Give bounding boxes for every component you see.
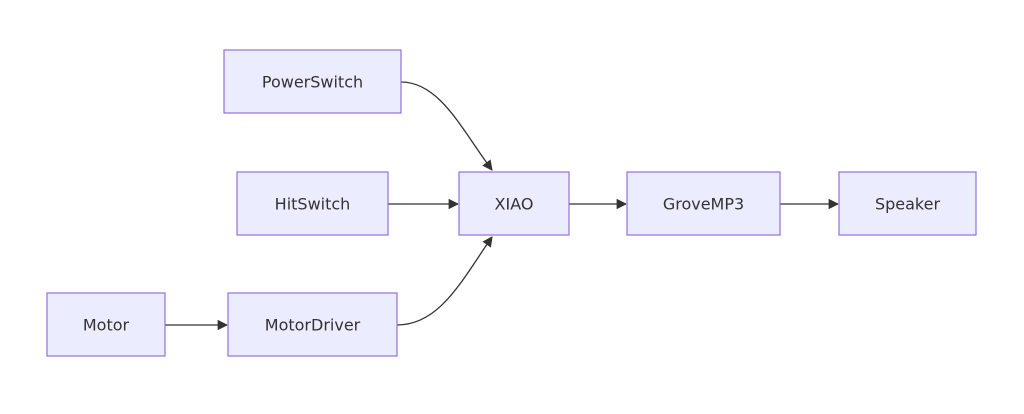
node-label: Speaker [875, 195, 941, 214]
node-label: MotorDriver [265, 316, 361, 335]
node-box [626, 171, 781, 236]
node-label: XIAO [495, 195, 534, 214]
node-label: HitSwitch [275, 195, 351, 214]
node-box [46, 292, 166, 357]
node-label: Motor [83, 316, 130, 335]
node-hitswitch: HitSwitch [236, 171, 389, 236]
edges [165, 81, 840, 331]
node-speaker: Speaker [838, 171, 977, 236]
edge-powerswitch-to-xiao [400, 81, 493, 171]
node-box [223, 49, 402, 114]
node-powerswitch: PowerSwitch [223, 49, 402, 114]
node-label: GroveMP3 [663, 195, 744, 214]
node-motor: Motor [46, 292, 166, 357]
node-box [236, 171, 389, 236]
node-box [227, 292, 398, 357]
node-label: PowerSwitch [262, 73, 363, 92]
edge-motordriver-to-xiao [396, 236, 493, 326]
node-box [458, 171, 570, 236]
node-motordriver: MotorDriver [227, 292, 398, 357]
node-grovemp3: GroveMP3 [626, 171, 781, 236]
node-xiao: XIAO [458, 171, 570, 236]
node-box [838, 171, 977, 236]
